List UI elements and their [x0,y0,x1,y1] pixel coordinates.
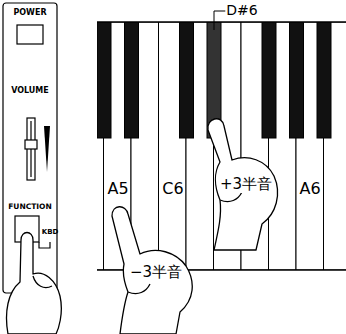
transpose-label: +3半音 [219,176,273,193]
hands [7,119,278,334]
panel-label: VOLUME [10,87,50,96]
panel-label: FUNCTION [7,203,53,211]
panel-label: POWER [12,9,47,18]
black-key [97,22,111,138]
panel-label: KBD [41,229,60,237]
key-label: A6 [298,180,321,198]
black-key [180,22,194,138]
black-key [125,22,139,138]
black-key [262,22,276,138]
note-callout: D#6 [225,3,258,18]
transpose-label: −3半音 [129,264,183,281]
key-label: C6 [161,180,184,198]
black-key [290,22,304,138]
black-key [317,22,331,138]
key-label: A5 [106,180,129,198]
